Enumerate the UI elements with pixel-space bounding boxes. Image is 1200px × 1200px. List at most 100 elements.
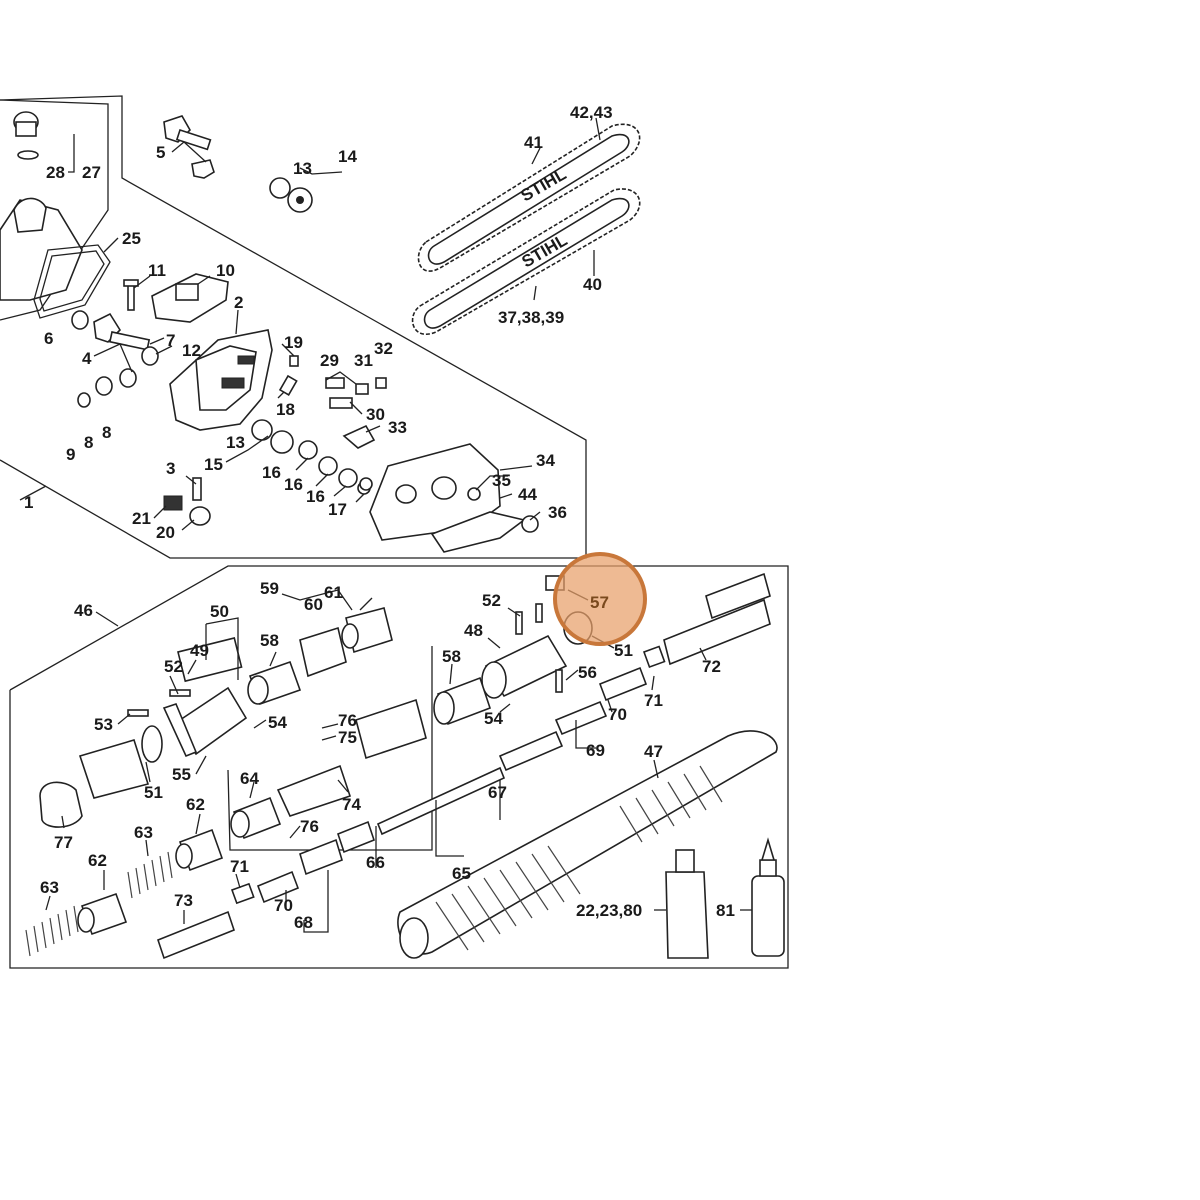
label-81: 81 <box>716 901 735 920</box>
label-49: 49 <box>190 641 209 660</box>
label-76-lower: 76 <box>300 817 319 836</box>
label-77: 77 <box>54 833 73 852</box>
screw-11 <box>123 279 139 311</box>
sprocket-14 <box>269 177 313 213</box>
label-6: 6 <box>44 329 53 348</box>
gear-5 <box>163 115 215 179</box>
label-56: 56 <box>578 663 597 682</box>
chain-cover-34 <box>359 443 539 553</box>
gearbox-fragment <box>0 111 83 301</box>
label-41: 41 <box>524 133 543 152</box>
label-17: 17 <box>328 500 347 519</box>
label-65: 65 <box>452 864 471 883</box>
label-34: 34 <box>536 451 555 470</box>
sprocket-13 <box>251 419 294 454</box>
label-10: 10 <box>216 261 235 280</box>
label-13-mid: 13 <box>226 433 245 452</box>
part-labels: 42,43 41 40 37,38,39 25 28 27 5 13 14 10… <box>24 103 735 932</box>
upper-frame <box>0 95 587 559</box>
label-54-right: 54 <box>484 709 503 728</box>
label-50: 50 <box>210 602 229 621</box>
label-40: 40 <box>583 275 602 294</box>
bevel-gear-4 <box>71 310 159 408</box>
label-1: 1 <box>24 493 33 512</box>
label-70-left: 70 <box>274 896 293 915</box>
label-72: 72 <box>702 657 721 676</box>
label-36: 36 <box>548 503 567 522</box>
label-19: 19 <box>284 333 303 352</box>
label-73: 73 <box>174 891 193 910</box>
label-58-right: 58 <box>442 647 461 666</box>
label-25: 25 <box>122 229 141 248</box>
label-54-left: 54 <box>268 713 287 732</box>
guide-bar-40-41: STIHL STIHL <box>411 123 641 335</box>
label-57-highlighted: 57 <box>590 593 609 612</box>
label-9: 9 <box>66 445 75 464</box>
washers-16 <box>298 440 371 495</box>
label-46: 46 <box>74 601 93 620</box>
label-18: 18 <box>276 400 295 419</box>
label-52-right: 52 <box>482 591 501 610</box>
label-48: 48 <box>464 621 483 640</box>
gasket-25 <box>33 244 111 319</box>
label-27: 27 <box>82 163 101 182</box>
label-66: 66 <box>366 853 385 872</box>
label-74: 74 <box>342 795 361 814</box>
label-63-upper: 63 <box>134 823 153 842</box>
label-15: 15 <box>204 455 223 474</box>
label-64: 64 <box>240 769 259 788</box>
label-16-b: 16 <box>284 475 303 494</box>
label-13-top: 13 <box>293 159 312 178</box>
label-53: 53 <box>94 715 113 734</box>
label-63-lower: 63 <box>40 878 59 897</box>
label-76-top: 76 <box>338 711 357 730</box>
label-59: 59 <box>260 579 279 598</box>
label-55: 55 <box>172 765 191 784</box>
leader-lines <box>19 117 752 933</box>
label-62-lower: 62 <box>88 851 107 870</box>
label-11: 11 <box>148 261 166 280</box>
label-61: 61 <box>324 583 343 602</box>
label-2: 2 <box>234 293 243 312</box>
label-30: 30 <box>366 405 385 424</box>
label-51-left: 51 <box>144 783 163 802</box>
label-60: 60 <box>304 595 323 614</box>
label-68: 68 <box>294 913 313 932</box>
label-44: 44 <box>518 485 537 504</box>
label-16-a: 16 <box>262 463 281 482</box>
label-37-38-39: 37,38,39 <box>498 308 564 327</box>
label-52-left: 52 <box>164 657 183 676</box>
label-31: 31 <box>354 351 373 370</box>
label-67: 67 <box>488 783 507 802</box>
label-75: 75 <box>338 728 357 747</box>
label-12: 12 <box>182 341 201 360</box>
label-28: 28 <box>46 163 65 182</box>
label-22-23-80: 22,23,80 <box>576 901 642 920</box>
label-8-left: 8 <box>84 433 93 452</box>
label-20: 20 <box>156 523 175 542</box>
label-3: 3 <box>166 459 175 478</box>
label-51-right: 51 <box>614 641 633 660</box>
label-42-43: 42,43 <box>570 103 613 122</box>
label-71-right: 71 <box>644 691 663 710</box>
label-14: 14 <box>338 147 357 166</box>
label-33: 33 <box>388 418 407 437</box>
label-70-right: 70 <box>608 705 627 724</box>
bracket-10 <box>151 273 229 323</box>
label-7: 7 <box>166 331 175 350</box>
label-21: 21 <box>132 509 151 528</box>
spring-21 <box>163 477 211 526</box>
label-8-right: 8 <box>102 423 111 442</box>
label-35: 35 <box>492 471 511 490</box>
label-32: 32 <box>374 339 393 358</box>
shaft-assembly <box>25 572 785 960</box>
label-58-left: 58 <box>260 631 279 650</box>
label-4: 4 <box>82 349 92 368</box>
label-16-c: 16 <box>306 487 325 506</box>
highlight-circle-57 <box>553 552 647 646</box>
label-71-left: 71 <box>230 857 249 876</box>
label-62-upper: 62 <box>186 795 205 814</box>
label-47: 47 <box>644 742 663 761</box>
housing-2 <box>169 329 273 431</box>
